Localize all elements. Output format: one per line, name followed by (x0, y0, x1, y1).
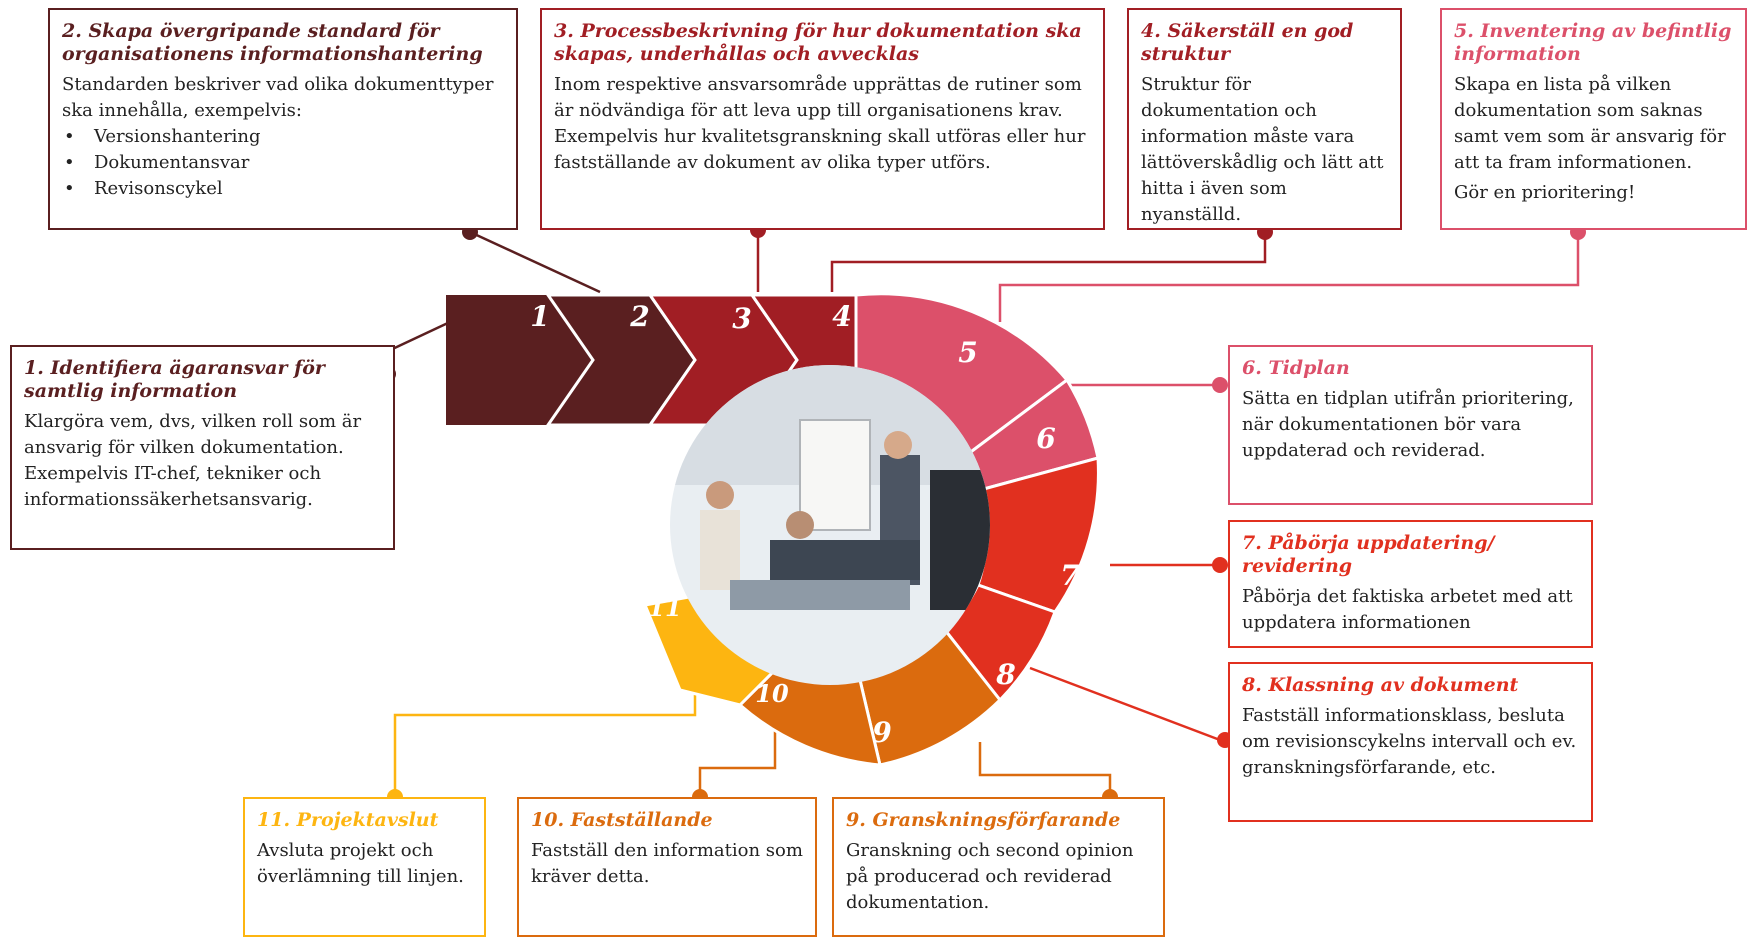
step-bullets-2: Versionshantering Dokumentansvar Revison… (62, 124, 504, 202)
step-number-2: 2 (629, 300, 649, 333)
step-body-11: Avsluta projekt och överlämning till lin… (257, 840, 464, 887)
bullet-item: Versionshantering (62, 124, 504, 150)
connector-2 (469, 230, 601, 294)
step-box-11: 11. Projektavslut Avsluta projekt och öv… (243, 797, 486, 937)
step-body-7: Påbörja det faktiska arbetet med att upp… (1242, 586, 1573, 633)
step-number-9: 9 (872, 716, 891, 749)
connector-10 (698, 725, 777, 797)
dot-7 (1212, 557, 1228, 573)
step-body-8: Fastställ informationsklass, besluta om … (1242, 705, 1577, 778)
connector-8 (1029, 666, 1221, 742)
chevron-step-1 (446, 295, 595, 425)
step-body-3: Inom respektive ansvarsområde upprättas … (554, 74, 1086, 173)
step-title-6: 6. Tidplan (1242, 357, 1350, 379)
step-box-2: 2. Skapa övergripande standard för organ… (48, 8, 518, 230)
connector-5 (998, 232, 1580, 322)
step-title-5: 5. Inventering av befintlig information (1454, 20, 1732, 65)
meeting-photo (670, 365, 990, 685)
step-body-1: Klargöra vem, dvs, vilken roll som är an… (24, 411, 362, 510)
step-body2-5: Gör en prioritering! (1454, 182, 1636, 203)
step-title-9: 9. Granskningsförfarande (846, 809, 1121, 831)
step-number-7: 7 (1060, 559, 1080, 592)
step-title-3: 3. Processbeskrivning för hur dokumentat… (554, 20, 1082, 65)
connector-9 (978, 742, 1112, 797)
dot-6 (1212, 377, 1228, 393)
step-title-7: 7. Påbörja uppdatering/ revidering (1242, 532, 1495, 577)
step-title-10: 10. Fastställande (531, 809, 713, 831)
connector-4 (830, 232, 1267, 292)
step-body-2: Standarden beskriver vad olika dokumentt… (62, 74, 494, 121)
step-body-4: Struktur för dokumentation och informati… (1141, 74, 1384, 225)
step-box-4: 4. Säkerställ en god struktur Struktur f… (1127, 8, 1402, 230)
step-number-3: 3 (732, 302, 751, 335)
step-number-6: 6 (1036, 422, 1055, 455)
step-body-10: Fastställ den information som kräver det… (531, 840, 803, 887)
step-number-8: 8 (995, 658, 1015, 691)
step-number-11: 11 (648, 593, 681, 622)
step-box-8: 8. Klassning av dokument Fastställ infor… (1228, 662, 1593, 822)
step-box-9: 9. Granskningsförfarande Granskning och … (832, 797, 1165, 937)
step-number-1: 1 (530, 300, 549, 333)
step-number-5: 5 (958, 336, 977, 369)
step-title-2: 2. Skapa övergripande standard för organ… (62, 20, 483, 65)
bullet-item: Dokumentansvar (62, 150, 504, 176)
step-title-8: 8. Klassning av dokument (1242, 674, 1519, 696)
step-body-5: Skapa en lista på vilken dokumentation s… (1454, 74, 1726, 173)
step-box-10: 10. Fastställande Fastställ den informat… (517, 797, 817, 937)
step-body-9: Granskning och second opinion på produce… (846, 840, 1134, 913)
bullet-item: Revisonscykel (62, 176, 504, 202)
step-title-11: 11. Projektavslut (257, 809, 439, 831)
step-title-1: 1. Identifiera ägaransvar för samtlig in… (24, 357, 325, 402)
step-box-5: 5. Inventering av befintlig information … (1440, 8, 1747, 230)
step-number-10: 10 (755, 679, 789, 708)
step-box-6: 6. Tidplan Sätta en tidplan utifrån prio… (1228, 345, 1593, 505)
step-body-6: Sätta en tidplan utifrån prioritering, n… (1242, 388, 1574, 461)
step-box-3: 3. Processbeskrivning för hur dokumentat… (540, 8, 1105, 230)
step-box-1: 1. Identifiera ägaransvar för samtlig in… (10, 345, 395, 550)
step-number-4: 4 (832, 300, 851, 333)
connector-11 (393, 675, 697, 797)
step-box-7: 7. Påbörja uppdatering/ revidering Påbör… (1228, 520, 1593, 648)
step-title-4: 4. Säkerställ en god struktur (1141, 20, 1354, 65)
